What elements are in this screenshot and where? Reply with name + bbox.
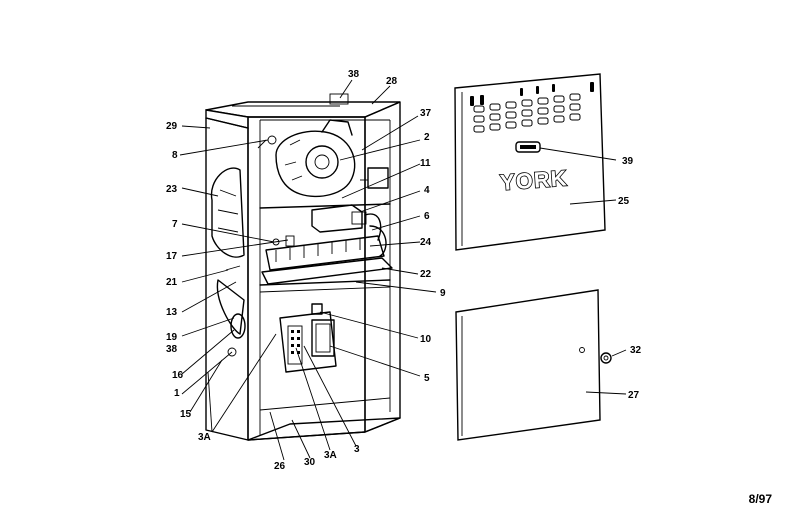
label-10: 10 [420, 334, 432, 345]
part-labels: 38 28 29 37 2 8 11 23 4 7 6 24 17 21 22 … [166, 69, 642, 472]
label-30: 30 [304, 457, 316, 468]
label-25: 25 [618, 196, 630, 207]
label-19: 19 [166, 332, 178, 343]
label-28: 28 [386, 76, 398, 87]
label-26: 26 [274, 461, 286, 472]
label-6: 6 [424, 211, 430, 222]
label-39: 39 [622, 156, 634, 167]
label-38-left: 38 [166, 344, 178, 355]
label-9: 9 [440, 288, 446, 299]
label-22: 22 [420, 269, 432, 280]
inducer-motor [257, 119, 356, 198]
label-15: 15 [180, 409, 192, 420]
label-29: 29 [166, 121, 178, 132]
label-17: 17 [166, 251, 178, 262]
pressure-switch [360, 167, 389, 189]
label-38-top: 38 [348, 69, 360, 80]
label-11: 11 [420, 158, 431, 169]
lower-door-panel [455, 289, 601, 441]
brand-logo: YORK [499, 165, 568, 195]
label-37: 37 [420, 108, 432, 119]
control-board [279, 303, 337, 373]
label-21: 21 [166, 277, 178, 288]
label-27: 27 [628, 390, 640, 401]
label-32: 32 [630, 345, 642, 356]
gas-valve [311, 204, 382, 241]
label-16: 16 [172, 370, 184, 381]
door-screw [600, 352, 612, 364]
label-7: 7 [172, 219, 178, 230]
label-5: 5 [424, 373, 430, 384]
label-8: 8 [172, 150, 178, 161]
label-13: 13 [166, 307, 178, 318]
leader-lines [179, 79, 627, 461]
label-2: 2 [424, 132, 430, 143]
louver-vents [470, 82, 594, 133]
date-code: 8/97 [748, 492, 772, 506]
upper-door-panel: YORK [454, 73, 606, 251]
label-3: 3 [354, 444, 360, 455]
label-3a-left: 3A [198, 432, 211, 443]
burner-assembly [261, 225, 393, 285]
label-24: 24 [420, 237, 432, 248]
label-3a-right: 3A [324, 450, 337, 461]
label-1: 1 [174, 388, 180, 399]
label-4: 4 [424, 185, 430, 196]
label-23: 23 [166, 184, 178, 195]
heat-exchanger-left [210, 167, 246, 357]
